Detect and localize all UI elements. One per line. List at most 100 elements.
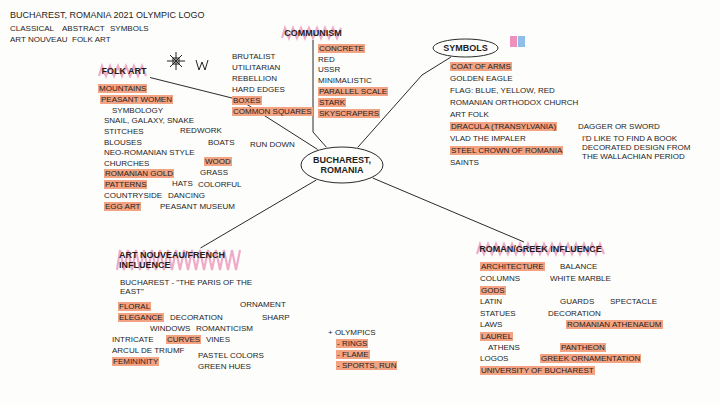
note-text: - FLAME <box>336 350 370 359</box>
node-label: SYMBOLS <box>443 43 488 53</box>
ellipse-node: SYMBOLS <box>432 38 499 58</box>
note-text: PEASANT MUSEUM <box>160 202 235 211</box>
note-text: LOGOS <box>480 354 508 363</box>
highlighted-heading: FOLK ART <box>98 64 150 78</box>
note-text: ROMANIAN GOLD <box>104 169 174 178</box>
node-text-group: COMMUNISM <box>284 28 342 38</box>
note-text: ROMANTICISM <box>196 324 253 333</box>
note-text: ORNAMENT <box>240 300 286 309</box>
note-text: MINIMALISTIC <box>318 76 372 85</box>
note-text: - SPORTS, RUN <box>336 361 397 370</box>
note-text: PANTHEON <box>560 343 606 352</box>
note-text: STATUES <box>480 309 516 318</box>
node-text-group: ROMAN/GREEK INFLUENCE <box>479 244 602 254</box>
note-text: USSR <box>318 65 340 74</box>
highlighted-heading: ART NOUVEAU/FRENCH INFLUENCE <box>116 248 244 272</box>
note-text: RED <box>318 55 335 64</box>
note-text: BRUTALIST <box>232 52 275 61</box>
starburst-doodle <box>167 52 185 70</box>
note-text: COLORFUL <box>198 180 242 189</box>
note-text: BUCHAREST - "THE PARIS OF THE EAST" <box>120 278 260 296</box>
note-text: ELEGANCE <box>118 313 164 322</box>
note-text: HATS <box>172 179 193 188</box>
note-text: FOLK ART <box>72 35 111 44</box>
note-text: ROMANIAN ATHENAEUM <box>566 320 663 329</box>
note-text: SYMBOLS <box>110 24 149 33</box>
note-text: CURVES <box>166 335 201 344</box>
note-text: FLORAL <box>118 302 151 311</box>
connector-line <box>373 178 524 242</box>
connector-line <box>358 57 451 147</box>
note-text: ROMANIAN ORTHODOX CHURCH <box>450 98 578 107</box>
note-text: MOUNTAINS <box>98 84 147 93</box>
connector-line <box>201 180 317 248</box>
note-text: WHITE MARBLE <box>550 274 611 283</box>
node-label: BUCHAREST, ROMANIA <box>312 155 372 175</box>
note-text: + OLYMPICS <box>328 328 376 337</box>
note-text: LAWS <box>480 320 502 329</box>
note-text: SKYSCRAPERS <box>318 109 380 118</box>
node-text-group: SYMBOLS <box>443 43 488 53</box>
pink-scribble <box>282 28 341 38</box>
highlighted-heading: COMMUNISM <box>281 26 345 40</box>
note-text: REDWORK <box>180 126 222 135</box>
pink-swatch-doodle <box>510 36 517 47</box>
pink-scribble <box>117 250 240 270</box>
note-text: STARK <box>318 98 346 107</box>
note-text: RUN DOWN <box>250 140 295 149</box>
note-text: FLAG: BLUE, YELLOW, RED <box>450 86 555 95</box>
note-text: REBELLION <box>232 74 277 83</box>
note-text: WOOD <box>204 157 232 166</box>
note-text: INTRICATE <box>112 335 154 344</box>
note-text: GREEN HUES <box>198 362 251 371</box>
note-text: SNAIL, GALAXY, SNAKE <box>104 116 194 125</box>
note-text: ARCHITECTURE <box>480 262 545 271</box>
node-label: ROMAN/GREEK INFLUENCE <box>479 244 602 254</box>
node-text-group: FOLK ART <box>101 66 146 76</box>
note-text: SPECTACLE <box>610 297 657 306</box>
note-text: PATTERNS <box>104 180 147 189</box>
note-text: STEEL CROWN OF ROMANIA <box>450 146 563 155</box>
note-text: DECORATION <box>170 313 223 322</box>
note-text: GREEK ORNAMENTATION <box>540 354 641 363</box>
note-text: CHURCHES <box>104 159 149 168</box>
node-label: FOLK ART <box>101 66 146 76</box>
note-text: BOXES <box>232 96 262 105</box>
note-text: SHARP <box>262 313 290 322</box>
note-text: GUARDS <box>560 297 594 306</box>
outline-ellipse <box>301 147 383 183</box>
note-text: DECORATION <box>548 309 601 318</box>
note-text: GRASS <box>200 168 228 177</box>
note-text: DRACULA (TRANSYLVANIA) <box>450 122 557 131</box>
note-text: PASTEL COLORS <box>198 351 264 360</box>
note-text: COLUMNS <box>480 274 520 283</box>
note-text: ARCUL DE TRIUMF <box>112 346 184 355</box>
node-text-group: BUCHAREST, ROMANIA <box>312 155 372 175</box>
note-text: ART FOLK <box>450 110 489 119</box>
ellipse-node: BUCHAREST, ROMANIA <box>300 146 384 184</box>
note-text: VLAD THE IMPALER <box>450 134 526 143</box>
note-text: ATHENS <box>488 343 520 352</box>
note-text: VINES <box>206 335 230 344</box>
mark-doodle <box>196 60 208 70</box>
outline-ellipse <box>433 39 498 57</box>
note-text: - RINGS <box>336 339 368 348</box>
note-text: NEO-ROMANIAN STYLE <box>104 148 195 157</box>
pink-scribble <box>99 66 146 76</box>
node-text-group: ART NOUVEAU/FRENCH INFLUENCE <box>119 250 241 270</box>
note-text: BALANCE <box>560 262 597 271</box>
note-text: CONCRETE <box>318 44 365 53</box>
note-text: SAINTS <box>450 158 479 167</box>
highlighted-heading: ROMAN/GREEK INFLUENCE <box>476 242 605 256</box>
node-label: COMMUNISM <box>284 28 342 38</box>
note-text: PARALLEL SCALE <box>318 87 388 96</box>
note-text: GOLDEN EAGLE <box>450 74 513 83</box>
note-text: WINDOWS <box>150 324 190 333</box>
note-text: EGG ART <box>104 202 141 211</box>
note-text: LATIN <box>480 297 502 306</box>
note-text: UNIVERSITY OF BUCHAREST <box>480 366 595 375</box>
note-text: DANCING <box>168 191 205 200</box>
note-text: COMMON SQUARES <box>232 107 313 116</box>
note-text: ABSTRACT <box>62 24 105 33</box>
note-text: CLASSICAL <box>10 24 54 33</box>
